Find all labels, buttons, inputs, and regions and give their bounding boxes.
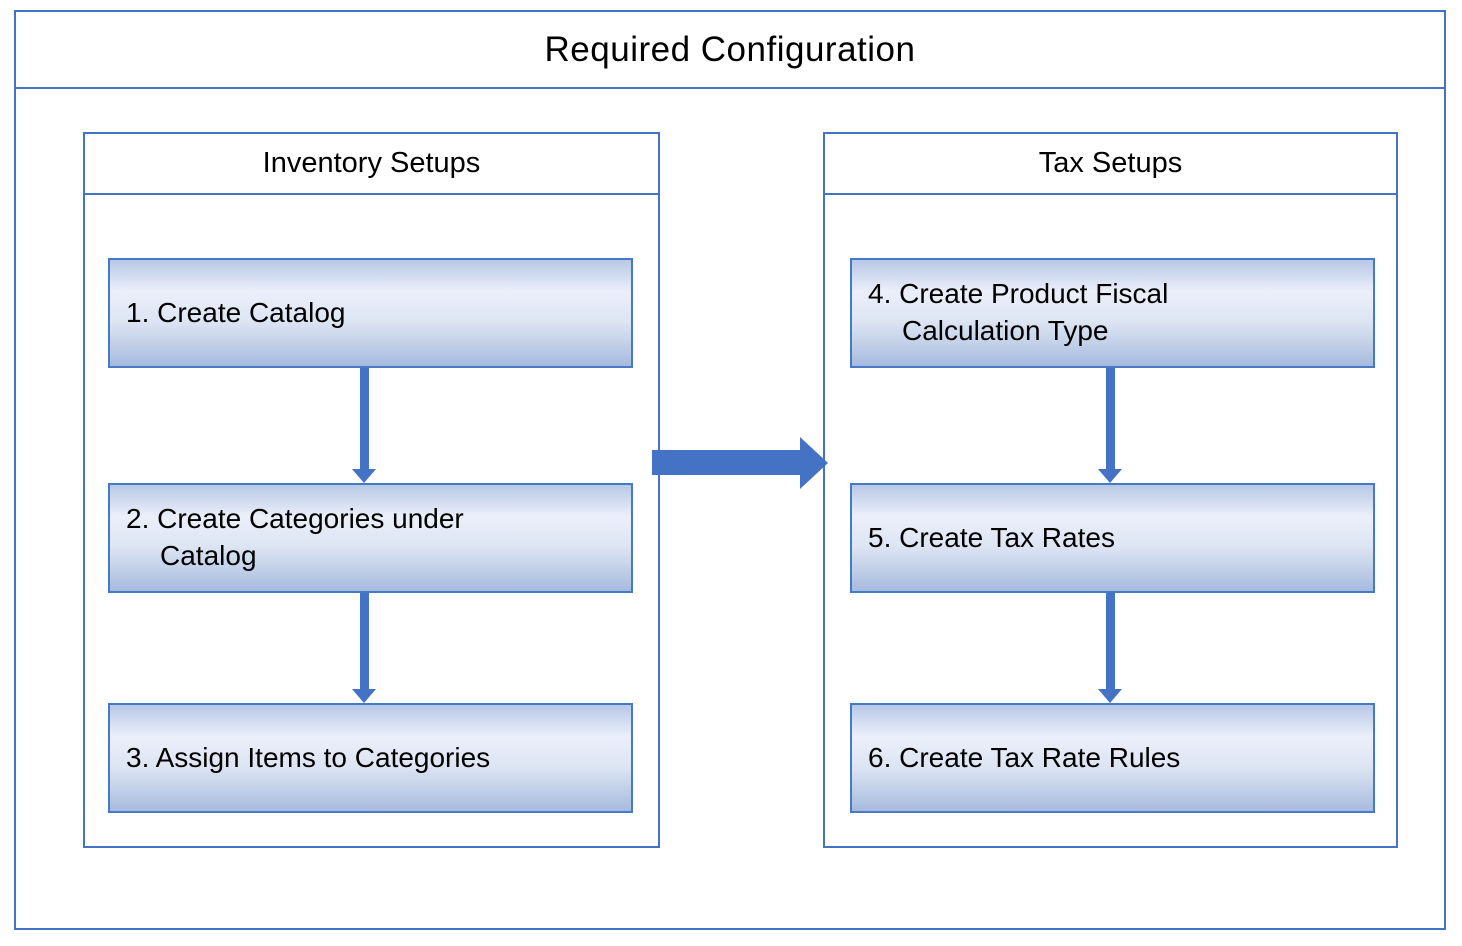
down-arrow-connector-3 bbox=[1098, 368, 1122, 483]
down-arrow-connector-1 bbox=[352, 368, 376, 483]
right-arrow-connector bbox=[652, 437, 828, 489]
step-box-2: 2. Create Categories under Catalog bbox=[108, 483, 633, 593]
tax-setups-header: Tax Setups bbox=[825, 134, 1396, 195]
arrow-head-icon bbox=[352, 469, 376, 483]
arrow-head-icon bbox=[1098, 469, 1122, 483]
step-box-5: 5. Create Tax Rates bbox=[850, 483, 1375, 593]
arrow-shaft bbox=[1105, 593, 1115, 689]
arrow-shaft bbox=[359, 368, 369, 469]
arrow-shaft bbox=[1105, 368, 1115, 469]
step-label-line1: 4. Create Product Fiscal bbox=[868, 278, 1169, 310]
page-title: Required Configuration bbox=[544, 29, 916, 69]
arrow-head-icon bbox=[352, 689, 376, 703]
step-label-line1: 5. Create Tax Rates bbox=[868, 521, 1115, 553]
step-label-line1: 1. Create Catalog bbox=[126, 296, 346, 328]
title-band: Required Configuration bbox=[16, 12, 1444, 89]
step-box-4: 4. Create Product Fiscal Calculation Typ… bbox=[850, 258, 1375, 368]
arrow-head-icon bbox=[1098, 689, 1122, 703]
down-arrow-connector-2 bbox=[352, 593, 376, 703]
step-box-6: 6. Create Tax Rate Rules bbox=[850, 703, 1375, 813]
inventory-setups-title: Inventory Setups bbox=[262, 147, 481, 179]
arrow-shaft bbox=[652, 450, 800, 475]
step-box-3: 3. Assign Items to Categories bbox=[108, 703, 633, 813]
outer-frame: Required Configuration bbox=[14, 10, 1446, 930]
step-label-line2: Catalog bbox=[160, 540, 257, 571]
tax-setups-title: Tax Setups bbox=[1038, 147, 1183, 179]
step-box-1: 1. Create Catalog bbox=[108, 258, 633, 368]
inventory-setups-header: Inventory Setups bbox=[85, 134, 658, 195]
arrow-head-icon bbox=[800, 437, 828, 489]
step-label-line1: 6. Create Tax Rate Rules bbox=[868, 741, 1181, 773]
step-label-line1: 2. Create Categories under bbox=[126, 503, 464, 535]
down-arrow-connector-4 bbox=[1098, 593, 1122, 703]
step-label-line2: Calculation Type bbox=[902, 315, 1109, 346]
arrow-shaft bbox=[359, 593, 369, 689]
step-label-line1: 3. Assign Items to Categories bbox=[126, 741, 491, 773]
